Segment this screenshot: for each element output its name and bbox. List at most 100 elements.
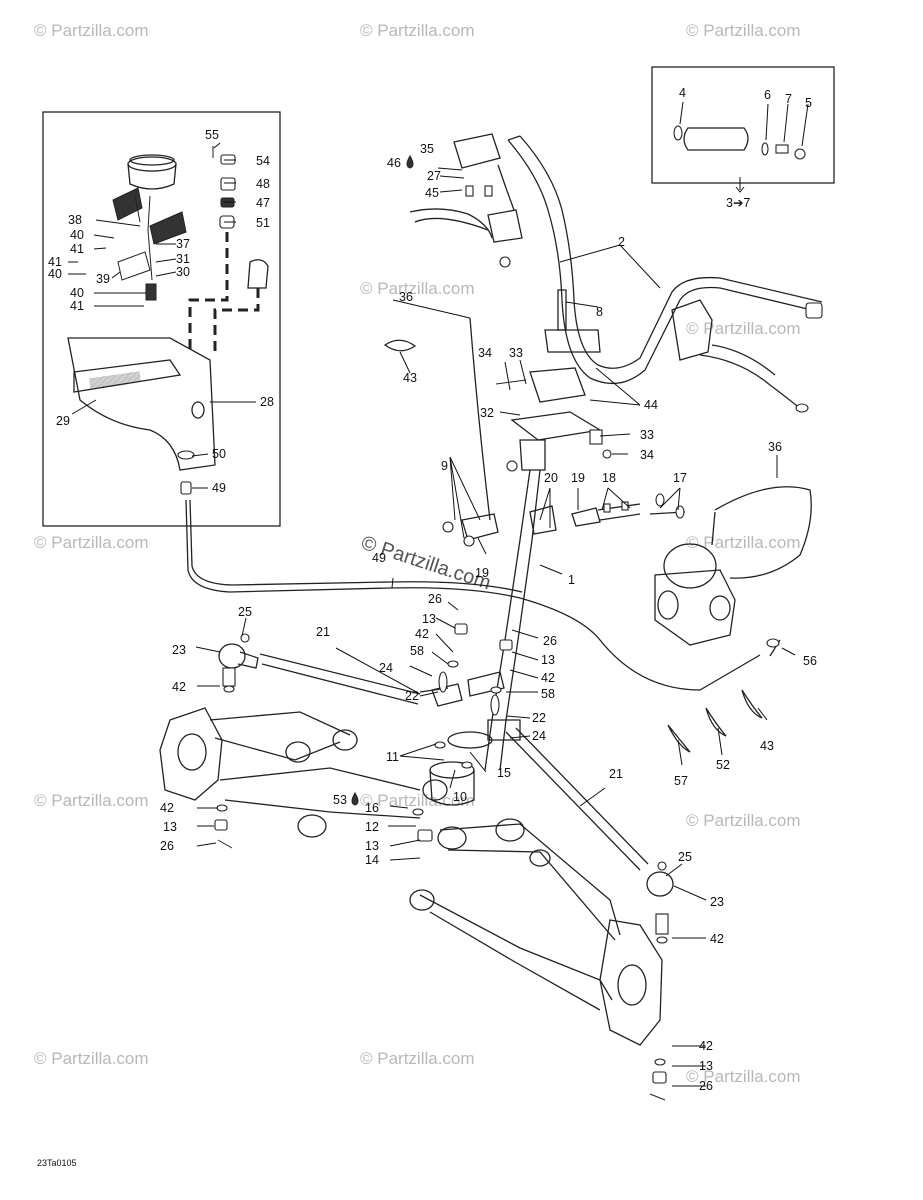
callout-50: 50	[212, 447, 226, 461]
callout-58-right: 58	[541, 687, 555, 701]
callout-18: 18	[602, 471, 616, 485]
callout-15: 15	[497, 766, 511, 780]
callout-23-left: 23	[172, 643, 186, 657]
callout-17: 17	[673, 471, 687, 485]
callout-42-right-knuckle: 42	[699, 1039, 713, 1053]
callout-12: 12	[365, 820, 379, 834]
callout-32: 32	[480, 406, 494, 420]
callout-36-carb: 36	[768, 440, 782, 454]
callout-1: 1	[568, 573, 575, 587]
callout-55: 55	[205, 128, 219, 142]
callout-13-lower: 13	[365, 839, 379, 853]
watermark: © Partzilla.com	[360, 1049, 475, 1068]
callout-53: 53	[333, 793, 347, 807]
callout-38: 38	[68, 213, 82, 227]
callout-24-left: 24	[379, 661, 393, 675]
watermark: © Partzilla.com	[360, 21, 475, 40]
callout-46: 46	[387, 156, 401, 170]
grip-inset	[651, 66, 835, 193]
callout-25-left: 25	[238, 605, 252, 619]
callout-44: 44	[644, 398, 658, 412]
callout-43-left: 43	[403, 371, 417, 385]
callout-26-right-knuckle: 26	[699, 1079, 713, 1093]
callout-24-right: 24	[532, 729, 546, 743]
callout-34-lower: 34	[640, 448, 654, 462]
callout-labels: 1 2 3➔7 4 5 6 7 8 9 10 11 12 13 13 13 13…	[48, 86, 817, 1093]
watermark: © Partzilla.com	[686, 21, 801, 40]
grip-inset-frame	[651, 66, 835, 184]
callout-26-left-knuckle: 26	[160, 839, 174, 853]
callout-9: 9	[441, 459, 448, 473]
callout-2: 2	[618, 235, 625, 249]
callout-42-column-left: 42	[415, 627, 429, 641]
steering-column	[412, 439, 686, 842]
callout-58-left: 58	[410, 644, 424, 658]
watermark: © Partzilla.com	[34, 533, 149, 552]
callout-52: 52	[716, 758, 730, 772]
suspension-arms	[159, 707, 667, 1101]
callout-5: 5	[805, 96, 812, 110]
callout-19-upper: 19	[571, 471, 585, 485]
callout-41-bottom: 41	[70, 299, 84, 313]
lubricant-drop-icon	[351, 792, 359, 806]
callout-23-right: 23	[710, 895, 724, 909]
callout-57: 57	[674, 774, 688, 788]
callout-48: 48	[256, 177, 270, 191]
watermark: © Partzilla.com	[686, 533, 801, 552]
watermark: © Partzilla.com	[34, 791, 149, 810]
callout-20: 20	[544, 471, 558, 485]
callout-42-column-right: 42	[541, 671, 555, 685]
watermark: © Partzilla.com	[686, 319, 801, 338]
callout-13-right-knuckle: 13	[699, 1059, 713, 1073]
callout-31: 31	[176, 252, 190, 266]
callout-42-right-tierod: 42	[710, 932, 724, 946]
callout-10: 10	[453, 790, 467, 804]
callout-41-top: 41	[70, 242, 84, 256]
callout-33-lower: 33	[640, 428, 654, 442]
watermark: © Partzilla.com	[686, 1067, 801, 1086]
cable-and-carburetor	[185, 317, 812, 753]
callout-29: 29	[56, 414, 70, 428]
watermark: © Partzilla.com	[686, 811, 801, 830]
callout-6: 6	[764, 88, 771, 102]
watermark: © Partzilla.com	[360, 791, 475, 810]
callout-40-top: 40	[70, 228, 84, 242]
callout-45: 45	[425, 186, 439, 200]
callout-47: 47	[256, 196, 270, 210]
callout-22-left: 22	[405, 689, 419, 703]
inset-frame	[42, 111, 281, 527]
callout-25-right: 25	[678, 850, 692, 864]
callout-35: 35	[420, 142, 434, 156]
svg-text:▒▒▒▒▒▒▒▒: ▒▒▒▒▒▒▒▒	[89, 371, 142, 389]
callout-13-left-knuckle: 13	[163, 820, 177, 834]
callout-51: 51	[256, 216, 270, 230]
watermark: © Partzilla.com	[34, 21, 149, 40]
callout-3-7: 3➔7	[726, 196, 750, 210]
callout-26-column-right: 26	[543, 634, 557, 648]
callout-41-left: 41	[48, 255, 62, 269]
callout-42-left-knuckle: 42	[160, 801, 174, 815]
callout-37: 37	[176, 237, 190, 251]
callout-26-column-left: 26	[428, 592, 442, 606]
tie-rods	[218, 633, 674, 944]
callout-13-column-left: 13	[422, 612, 436, 626]
callout-22-right: 22	[532, 711, 546, 725]
callout-8: 8	[596, 305, 603, 319]
watermarks: © Partzilla.com © Partzilla.com © Partzi…	[34, 21, 801, 1086]
callout-43-right: 43	[760, 739, 774, 753]
callout-11: 11	[386, 750, 399, 764]
callout-33-upper: 33	[509, 346, 523, 360]
diagram-code: 23Ta0105	[37, 1158, 77, 1168]
leader-lines	[68, 101, 809, 1087]
watermark: © Partzilla.com	[360, 279, 475, 298]
callout-42-left-tierod: 42	[172, 680, 186, 694]
watermark: © Partzilla.com	[34, 1049, 149, 1068]
callout-34-upper: 34	[478, 346, 492, 360]
callout-4: 4	[679, 86, 686, 100]
callout-30: 30	[176, 265, 190, 279]
callout-21-right: 21	[609, 767, 623, 781]
callout-40-left: 40	[48, 267, 62, 281]
callout-19-lower: 19	[475, 566, 489, 580]
callout-7: 7	[785, 92, 792, 106]
